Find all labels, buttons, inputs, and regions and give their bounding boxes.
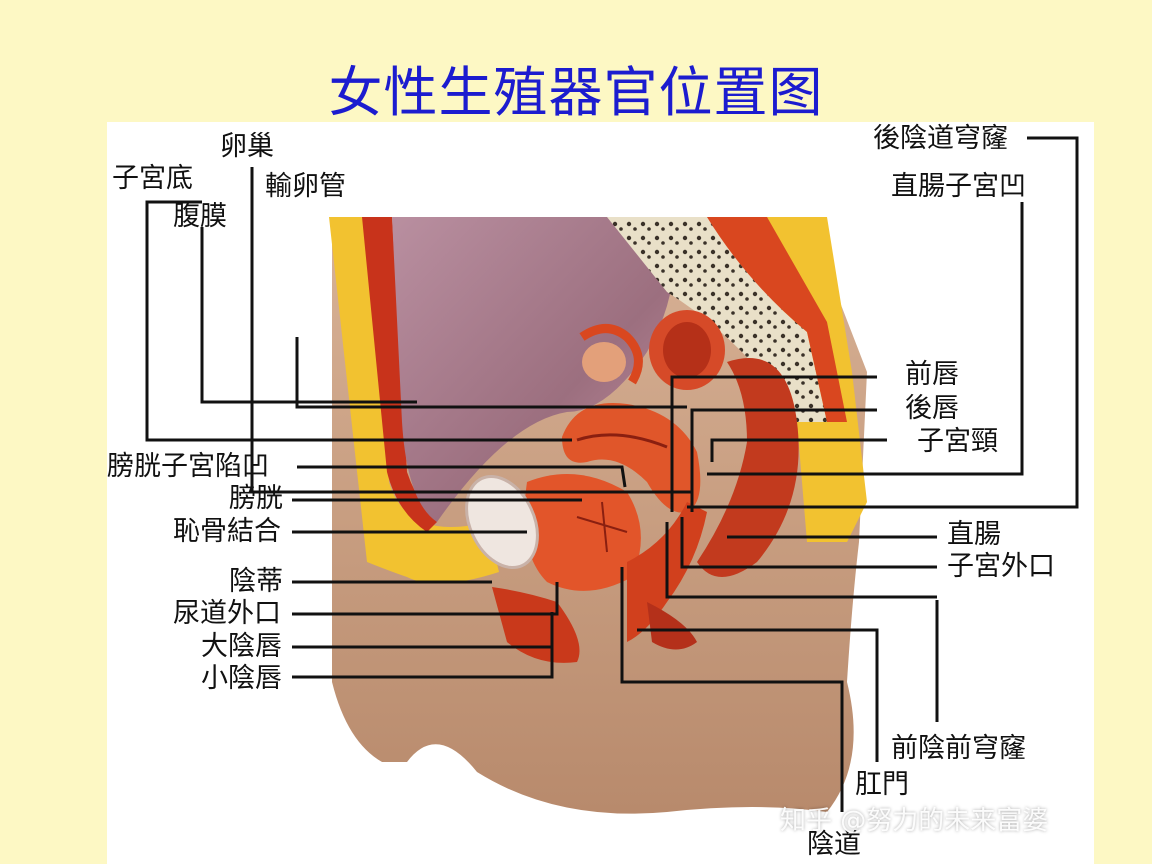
anatomy-figure: 卵巢 子宮底 輸卵管 腹膜 膀胱子宮陷凹 膀胱 恥骨結合 陰蒂 尿道外口 大陰唇… xyxy=(107,122,1094,864)
ovary-shape xyxy=(582,342,626,382)
watermark: 知乎 @努力的未来富婆 xyxy=(780,806,1049,836)
label-fallopian-tube: 輸卵管 xyxy=(265,171,346,202)
label-vagina: 陰道 xyxy=(807,829,861,860)
label-fundus: 子宮底 xyxy=(112,163,193,194)
label-anus: 肛門 xyxy=(855,769,909,800)
label-labia-minora: 小陰唇 xyxy=(201,663,282,694)
label-pubic-symphysis: 恥骨結合 xyxy=(173,516,281,547)
label-bladder: 膀胱 xyxy=(229,483,283,514)
bladder-shape xyxy=(524,474,641,591)
label-urethral-orifice: 尿道外口 xyxy=(173,598,281,629)
label-anterior-fornix: 前陰前穹窿 xyxy=(891,733,1026,764)
label-clitoris: 陰蒂 xyxy=(229,566,283,597)
label-external-os: 子宮外口 xyxy=(947,551,1055,582)
label-cervix: 子宮頸 xyxy=(917,426,998,457)
label-rectouterine-pouch: 直腸子宮凹 xyxy=(891,171,1026,202)
label-posterior-fornix: 後陰道穹窿 xyxy=(873,123,1008,154)
label-rectum: 直腸 xyxy=(947,519,1001,550)
label-vesicouterine-pouch: 膀胱子宮陷凹 xyxy=(107,451,269,482)
label-posterior-lip: 後唇 xyxy=(905,393,959,424)
label-ovary: 卵巢 xyxy=(220,131,274,162)
label-labia-majora: 大陰唇 xyxy=(201,631,282,662)
label-peritoneum: 腹膜 xyxy=(173,201,227,232)
label-anterior-lip: 前唇 xyxy=(905,359,959,390)
page-title: 女性生殖器官位置图 xyxy=(328,61,824,124)
